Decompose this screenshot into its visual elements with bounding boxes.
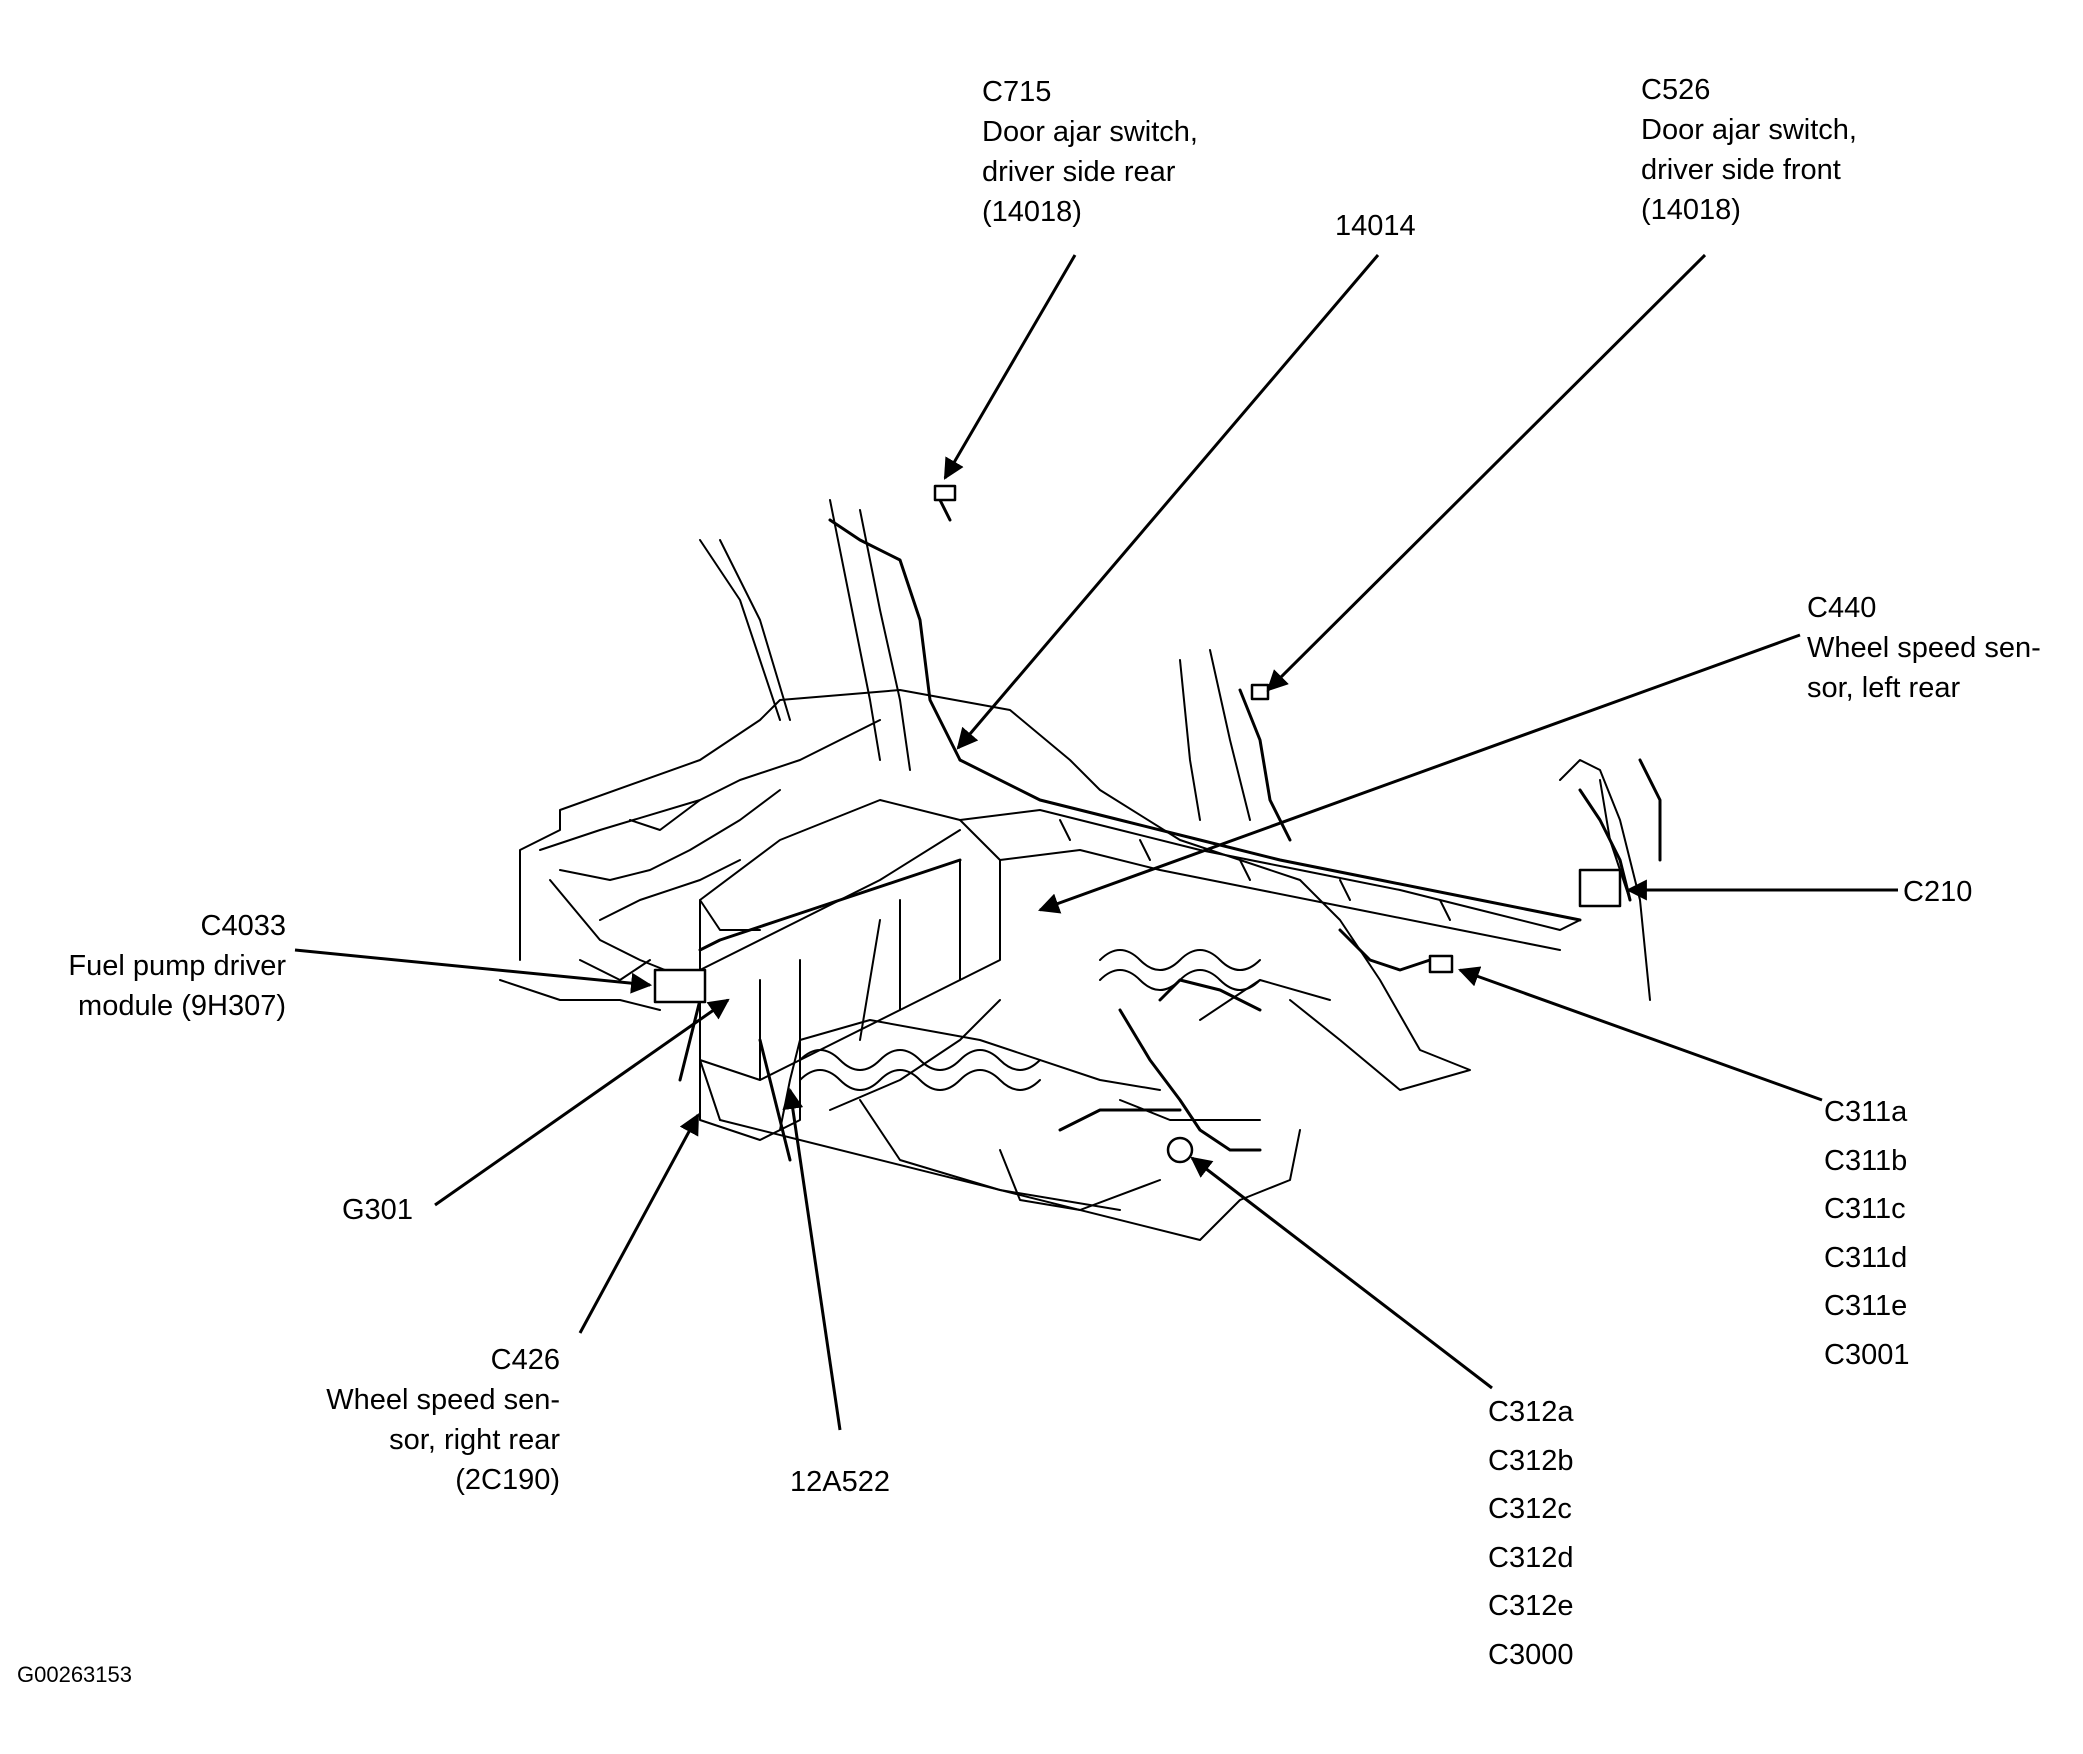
c311-connector-shape (1428, 954, 1454, 974)
callout-code: C311c (1824, 1193, 1906, 1225)
callout-code: C311e (1824, 1290, 1908, 1322)
callout-code: C3001 (1824, 1338, 1910, 1371)
callout-desc-line: Wheel speed sen- (326, 1384, 560, 1416)
callout-desc-line: Fuel pump driver (68, 950, 286, 982)
callout-desc-line: (2C190) (455, 1464, 560, 1496)
frame-rail (959, 809, 1581, 951)
callout-c426: C426 Wheel speed sen- sor, right rear (2… (280, 1340, 560, 1500)
callout-desc-line: Door ajar switch, (982, 116, 1198, 148)
callout-14014: 14014 (1335, 206, 1416, 246)
callout-desc-line: driver side rear (982, 156, 1176, 188)
callout-code: C312b (1488, 1444, 1574, 1477)
c715-connector-shape (933, 484, 957, 502)
callout-c4033: C4033 Fuel pump driver module (9H307) (40, 906, 286, 1026)
components (653, 484, 1622, 1164)
callout-12a522: 12A522 (790, 1462, 890, 1502)
callout-c312-list: C312a C312b C312c C312d C312e C3000 (1488, 1392, 1573, 1683)
leader-c312 (1190, 1156, 1493, 1390)
fuel-lines (799, 949, 1261, 1091)
callout-c715: C715 Door ajar switch, driver side rear … (982, 72, 1198, 232)
callout-c210: C210 (1903, 872, 1972, 912)
figure-id: G00263153 (17, 1662, 132, 1687)
callout-code: C210 (1903, 876, 1973, 908)
callout-code: C312e (1488, 1590, 1574, 1622)
leader-g301 (434, 998, 730, 1207)
callout-desc-line: sor, right rear (389, 1424, 560, 1456)
callout-code: C312c (1488, 1493, 1572, 1525)
leader-c440 (1038, 633, 1801, 914)
callout-code: C311b (1824, 1144, 1908, 1177)
callout-c440: C440 Wheel speed sen- sor, left rear (1807, 588, 2041, 708)
callout-c526: C526 Door ajar switch, driver side front… (1641, 70, 1857, 230)
floor-pan-outline (499, 689, 1471, 1241)
callout-desc-line: (14018) (1641, 194, 1741, 226)
c526-connector-shape (1250, 683, 1270, 701)
rear-floor-section (539, 719, 881, 981)
leader-c526 (1266, 253, 1707, 692)
callout-code: C4033 (200, 910, 286, 942)
callout-code: C312d (1488, 1541, 1574, 1574)
callout-code: C426 (490, 1344, 560, 1376)
callout-code: C440 (1807, 592, 1877, 624)
wiring-harness (678, 498, 1662, 1162)
center-tunnel (699, 799, 1001, 1141)
callout-code: C311a (1824, 1096, 1908, 1128)
callout-desc-line: sor, left rear (1807, 672, 1961, 704)
callout-code: C312a (1488, 1396, 1574, 1428)
callout-c311-list: C311a C311b C311c C311d C311e C3001 (1824, 1092, 1909, 1383)
leader-c715 (943, 254, 1077, 480)
callout-desc-line: Door ajar switch, (1641, 114, 1857, 146)
callout-code: C715 (982, 76, 1052, 108)
c312-connector-shape (1166, 1136, 1194, 1164)
leader-c311 (1458, 966, 1823, 1102)
callout-code: 12A522 (790, 1466, 890, 1498)
leader-12a522 (782, 1087, 842, 1431)
leader-c426 (578, 1113, 700, 1334)
c210-connector-shape (1578, 868, 1622, 908)
callout-g301: G301 (342, 1190, 413, 1230)
callout-code: 14014 (1335, 210, 1416, 242)
callout-code: G301 (342, 1194, 413, 1226)
callout-code: C526 (1641, 74, 1711, 106)
callout-code: C311d (1824, 1241, 1908, 1274)
callout-desc-line: module (9H307) (78, 990, 286, 1022)
callout-code: C3000 (1488, 1638, 1574, 1671)
callout-desc-line: (14018) (982, 196, 1082, 228)
leader-c4033 (294, 948, 653, 994)
callout-desc-line: driver side front (1641, 154, 1841, 186)
leader-14014 (956, 254, 1380, 750)
leader-lines (294, 253, 1898, 1431)
pillars (699, 499, 1651, 1001)
callout-desc-line: Wheel speed sen- (1807, 632, 2041, 664)
fuel-pump-driver-module-shape (653, 968, 707, 1004)
